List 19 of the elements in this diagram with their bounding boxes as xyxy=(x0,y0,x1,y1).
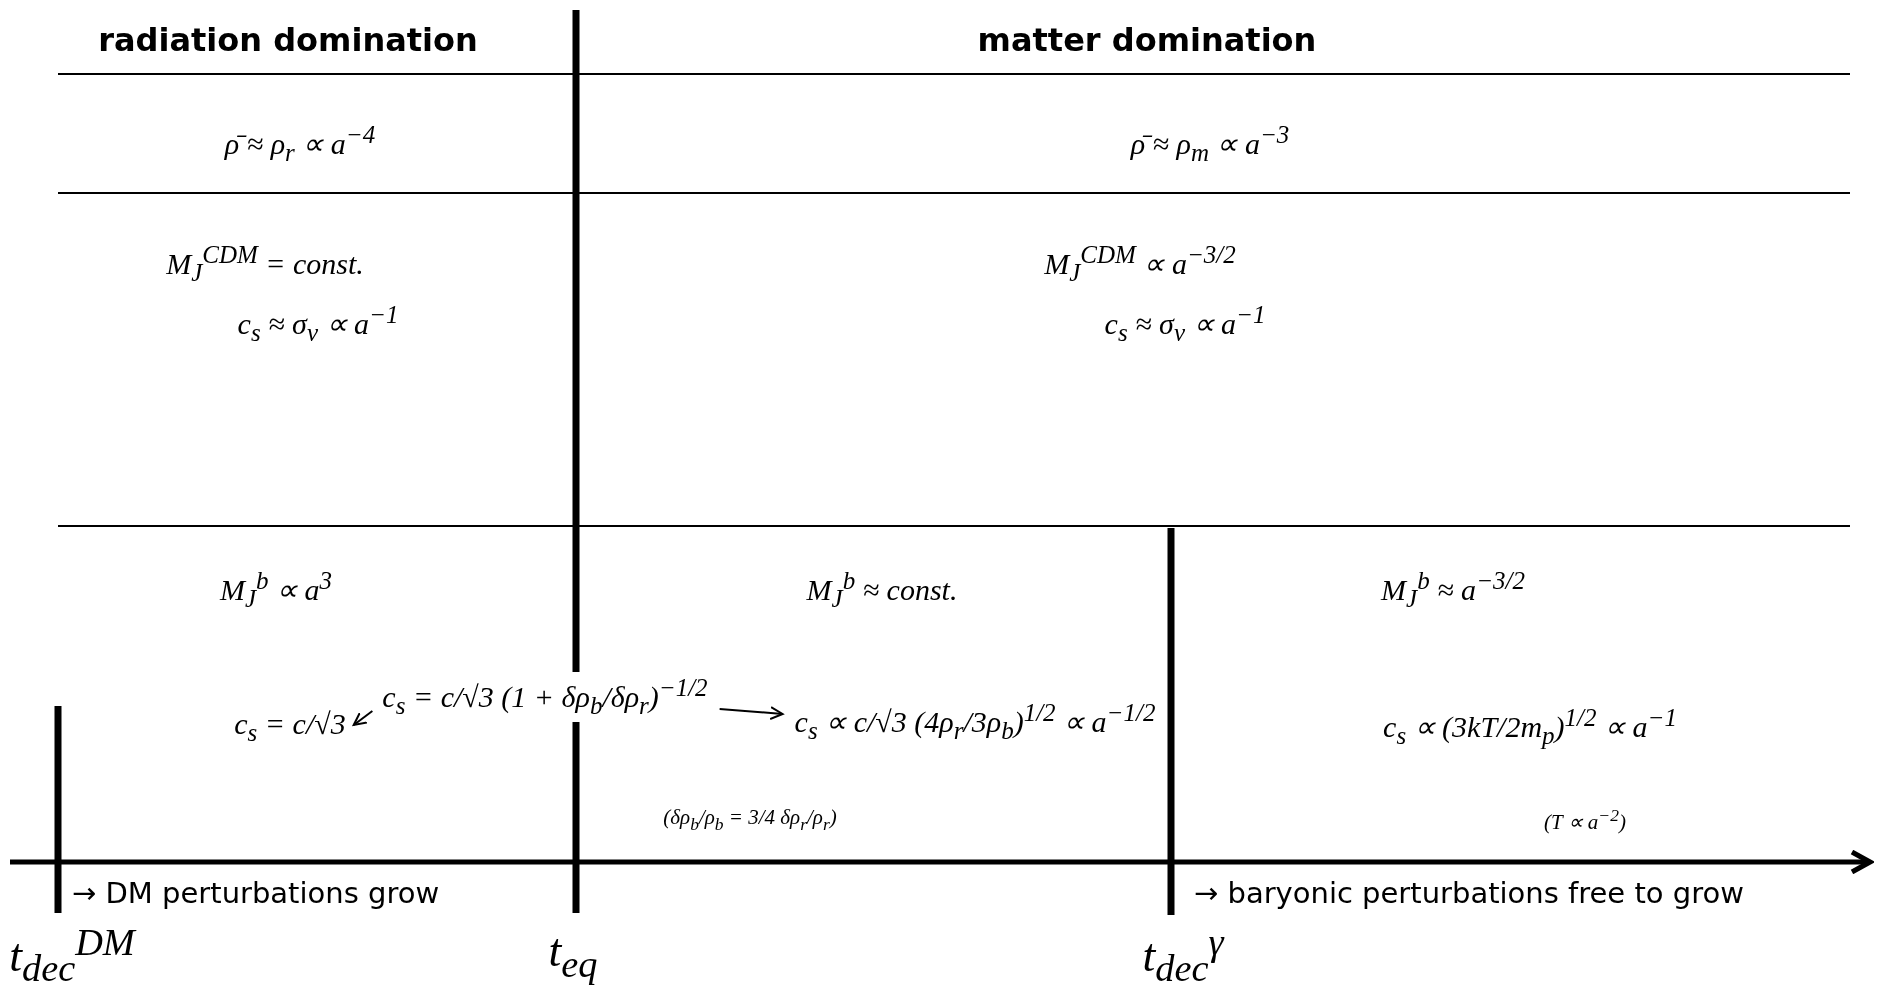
formula: M$_{J}$$^{b}$ ≈ const. xyxy=(806,567,958,613)
column-heading: matter domination xyxy=(977,21,1317,59)
formula: M$_{J}$$^{b}$ ≈ a$^{−3/2}$ xyxy=(1381,567,1525,613)
formula: c$_{s}$ ≈ σ$_{v}$ ∝ a$^{−1}$ xyxy=(237,301,399,347)
formula: (δρ$_{b}$/ρ$_{b}$ = 3/4 δρ$_{r}$/ρ$_{r}$) xyxy=(663,805,837,835)
formula: ρ̄ ≈ ρ$_{r}$ ∝ a$^{−4}$ xyxy=(224,121,376,167)
time-label: t$_{eq}$ xyxy=(548,924,598,986)
formula: c$_{s}$ ∝ (3kT/2m$_{p}$)$^{1/2}$ ∝ a$^{−1}$ xyxy=(1383,704,1677,750)
formula: M$_{J}$$^{CDM}$ = const. xyxy=(166,241,364,287)
formula: (T ∝ a$^{−2}$) xyxy=(1544,805,1626,835)
arrow xyxy=(718,706,784,721)
formula: M$_{J}$$^{b}$ ∝ a$^{3}$ xyxy=(219,567,333,613)
column-heading: radiation domination xyxy=(98,21,478,59)
axis-annotation: → baryonic perturbations free to grow xyxy=(1194,876,1744,910)
formula: M$_{J}$$^{CDM}$ ∝ a$^{−3/2}$ xyxy=(1044,241,1236,287)
formula: ρ̄ ≈ ρ$_{m}$ ∝ a$^{−3}$ xyxy=(1130,121,1290,167)
arrow xyxy=(352,710,374,726)
formula: c$_{s}$ ≈ σ$_{v}$ ∝ a$^{−1}$ xyxy=(1104,301,1266,347)
axis-annotation: → DM perturbations grow xyxy=(72,876,440,910)
